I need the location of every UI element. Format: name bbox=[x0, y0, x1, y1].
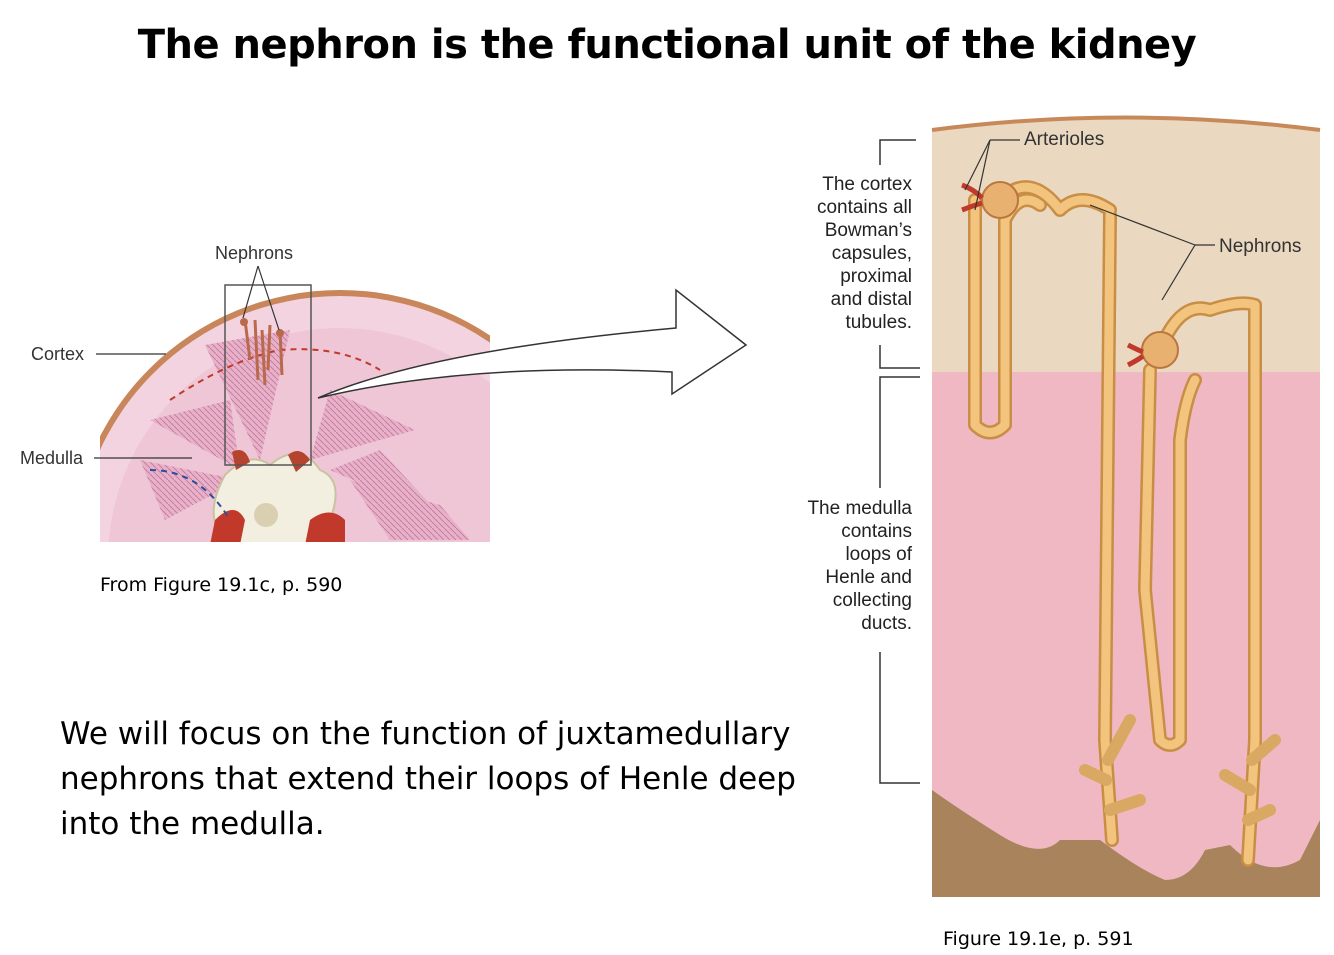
medulla-note: The medulla contains loops of Henle and … bbox=[807, 498, 912, 634]
kidney-section bbox=[100, 284, 490, 542]
nephron-panel bbox=[879, 115, 1321, 897]
label-nephrons-right: Nephrons bbox=[1219, 236, 1302, 257]
slide-title: The nephron is the functional unit of th… bbox=[137, 22, 1197, 68]
label-nephrons-left: Nephrons bbox=[215, 243, 294, 263]
label-arterioles: Arterioles bbox=[1024, 129, 1105, 150]
label-cortex: Cortex bbox=[31, 344, 85, 364]
body-text: We will focus on the function of juxtame… bbox=[60, 716, 796, 842]
cortex-note: The cortex contains all Bowman’s capsule… bbox=[816, 174, 912, 333]
right-figure-caption: Figure 19.1e, p. 591 bbox=[943, 928, 1134, 950]
label-medulla: Medulla bbox=[20, 448, 84, 468]
left-figure-caption: From Figure 19.1c, p. 590 bbox=[100, 574, 343, 596]
